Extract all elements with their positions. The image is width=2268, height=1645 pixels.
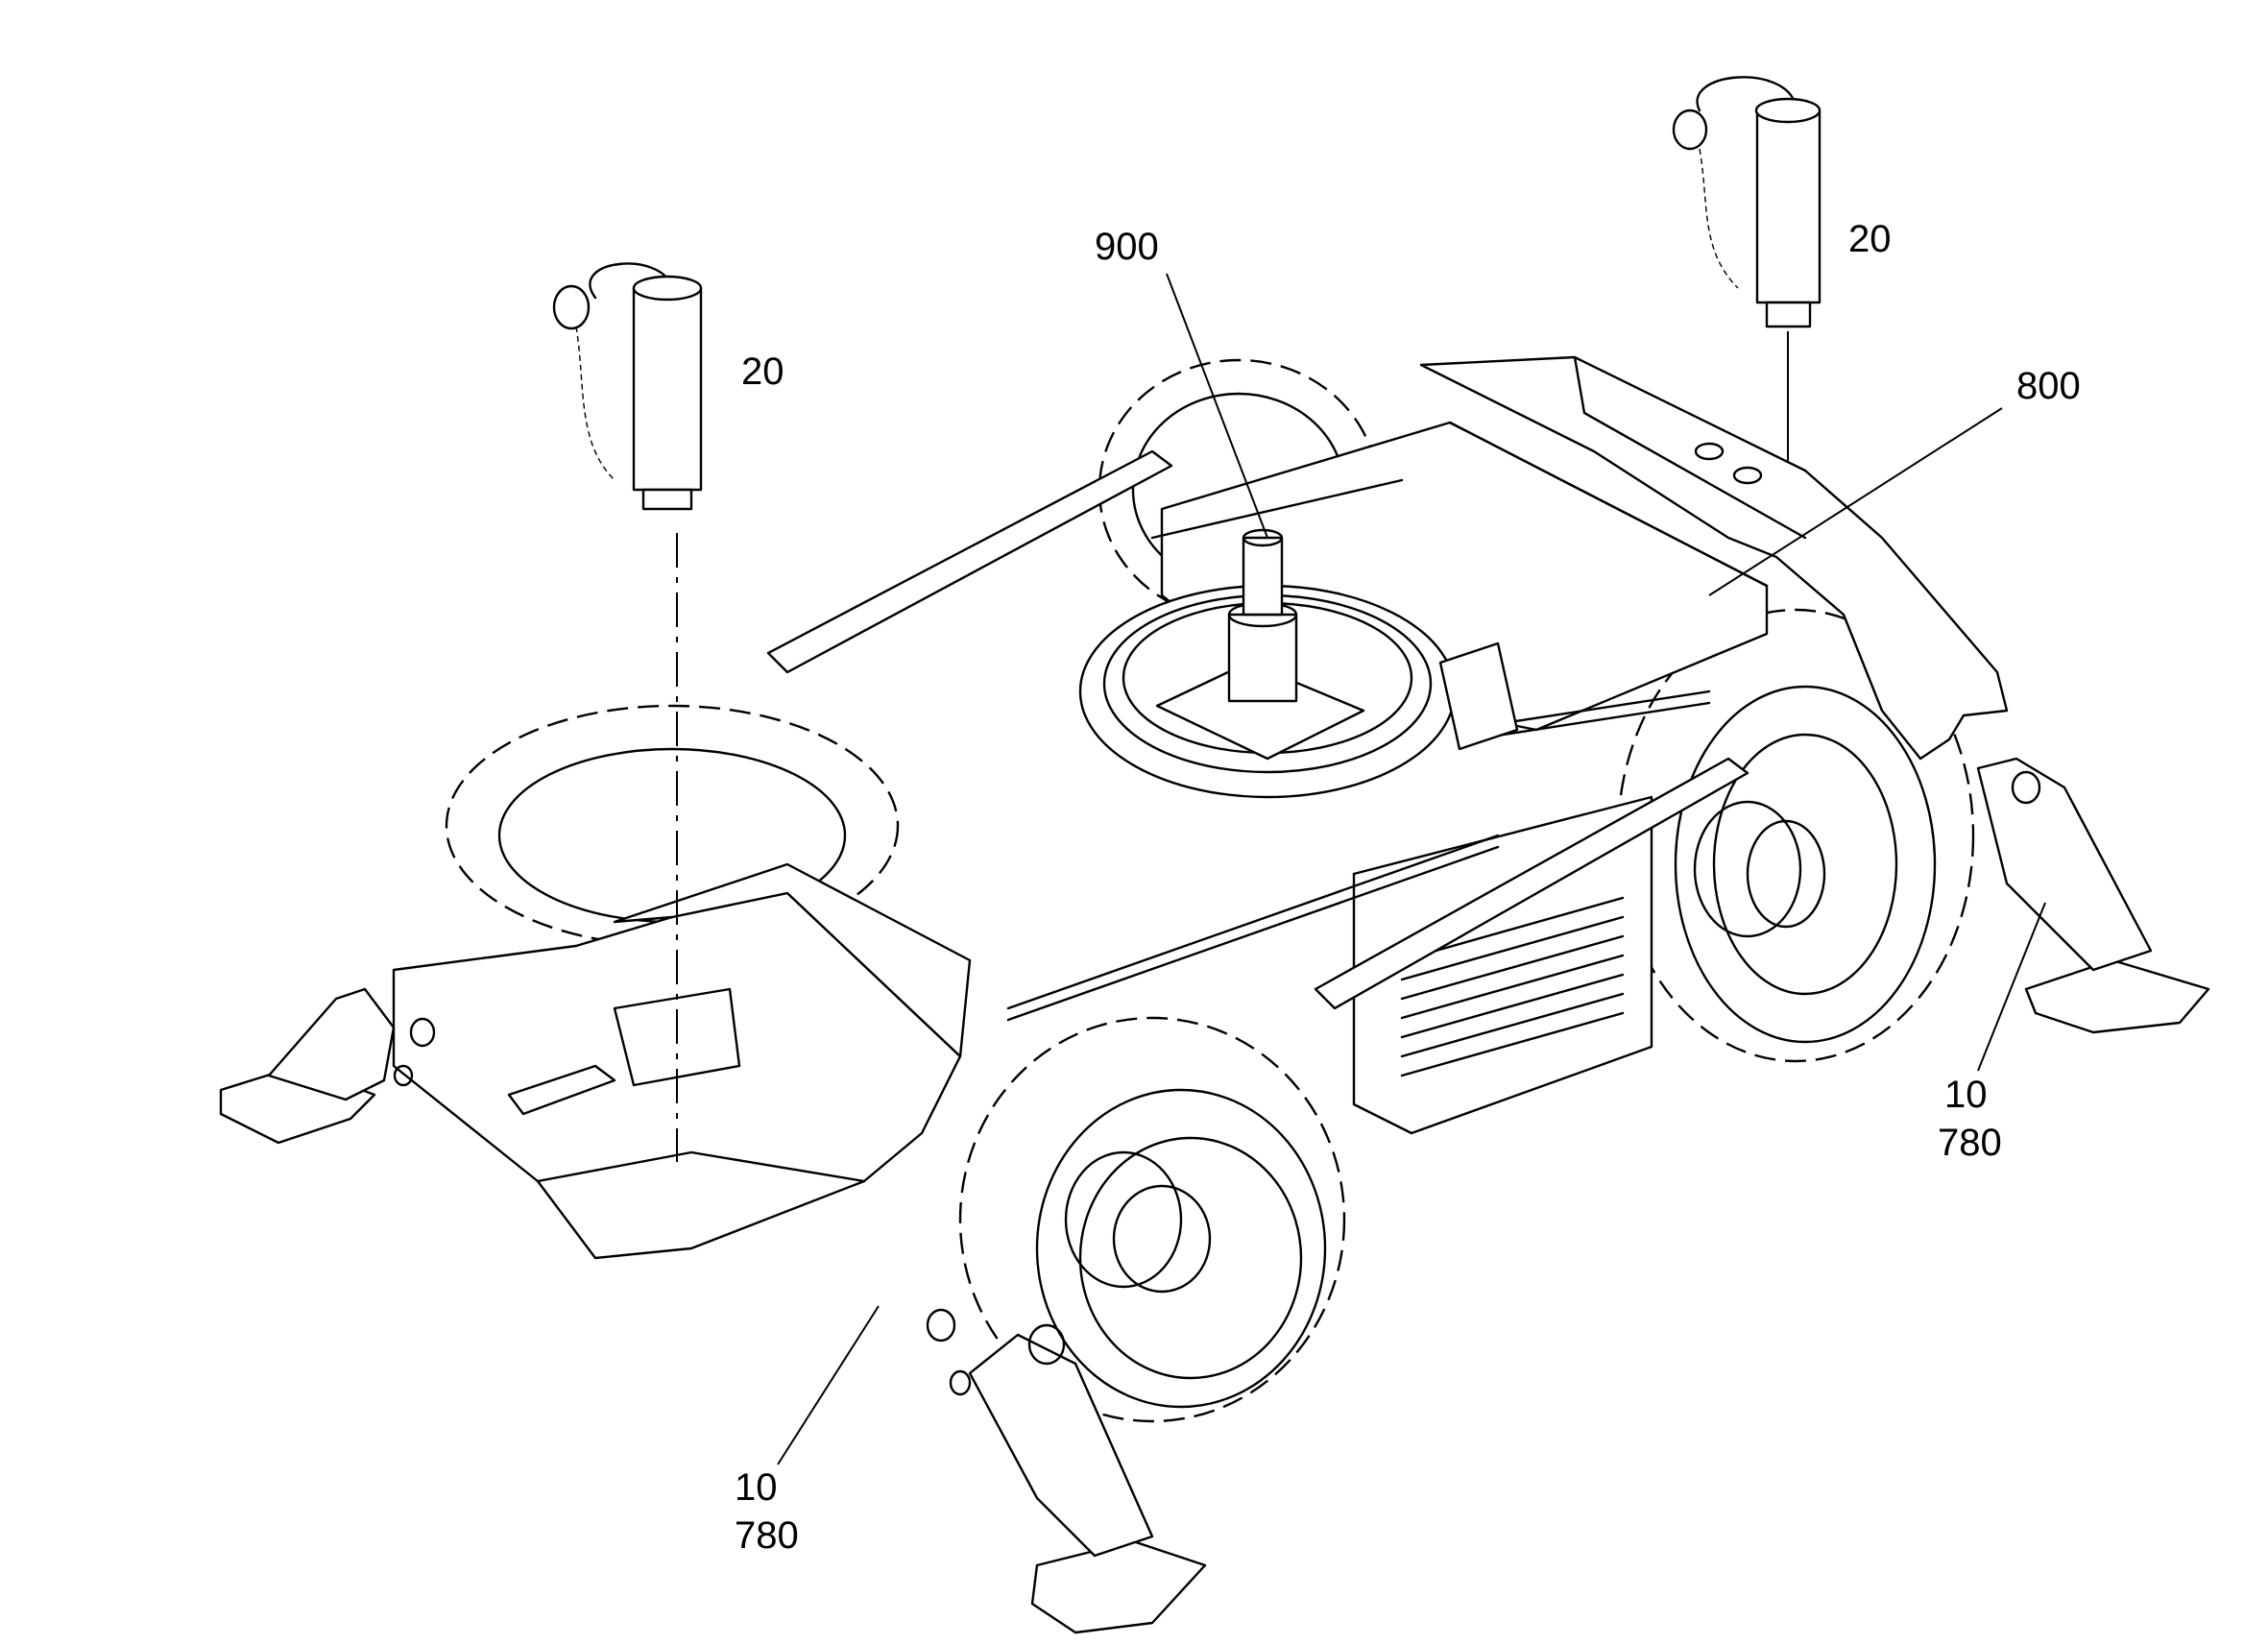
outrigger-rear-right [1976, 757, 2210, 1034]
rear-frame [1419, 355, 2009, 761]
label-slewing-ring: 900 [1095, 226, 1159, 268]
pin-assembly-left [552, 262, 703, 511]
label-outrigger-rear-sub: 780 [1938, 1122, 2002, 1164]
pin-assembly-right [1672, 76, 1822, 328]
outrigger-front-left [219, 987, 396, 1145]
leader-lines [676, 273, 2046, 1465]
label-outrigger-front-sub: 780 [735, 1514, 799, 1557]
rear-right-wheel [1616, 608, 1975, 1063]
front-frame [392, 862, 972, 1396]
outrigger-front-right [968, 1323, 1207, 1634]
label-outrigger-rear-number: 10 [1944, 1074, 1988, 1116]
side-rail-rear [766, 449, 1749, 1010]
front-right-wheel [958, 1016, 1346, 1423]
slewing-ring [1078, 528, 1519, 799]
label-outrigger-front-number: 10 [735, 1466, 778, 1509]
label-frame-center: 800 [2016, 365, 2081, 407]
label-pin-right: 20 [1848, 218, 1892, 260]
label-pin-left: 20 [741, 351, 784, 393]
